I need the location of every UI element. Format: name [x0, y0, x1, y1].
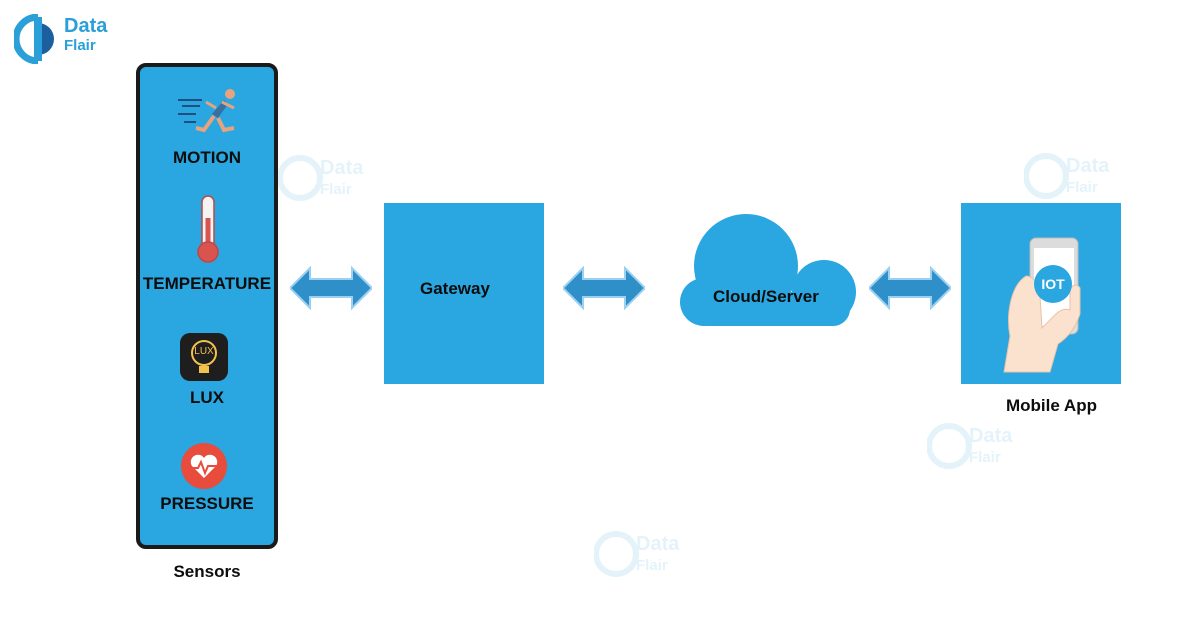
svg-text:Flair: Flair — [636, 557, 668, 574]
brand-line1: Data — [64, 15, 108, 37]
heart-pulse-icon — [181, 443, 227, 489]
gateway-box — [384, 203, 544, 384]
svg-text:Data: Data — [1066, 155, 1110, 177]
sensor-label-temperature: TEMPERATURE — [142, 274, 272, 293]
hand-phone-icon — [1003, 237, 1081, 373]
cloud-shape — [680, 214, 856, 326]
svg-text:Data: Data — [969, 425, 1013, 447]
bidirectional-arrow-icon — [869, 266, 951, 310]
brand-logo-icon — [12, 13, 54, 65]
sensor-label-pressure: PRESSURE — [160, 494, 254, 513]
svg-text:Flair: Flair — [320, 181, 352, 198]
sensor-label-motion: MOTION — [173, 148, 241, 167]
sensor-label-lux: LUX — [190, 388, 224, 407]
svg-text:Data: Data — [320, 157, 364, 179]
mobile-app-label: Mobile App — [1006, 396, 1097, 415]
bidirectional-arrow-icon — [563, 266, 645, 310]
svg-text:Flair: Flair — [969, 449, 1001, 466]
gateway-label: Gateway — [420, 279, 490, 298]
sensors-caption: Sensors — [173, 562, 241, 581]
brand-line2: Flair — [64, 37, 96, 54]
iot-badge: IOT — [1034, 265, 1072, 303]
thermometer-icon — [197, 195, 219, 263]
lux-badge: LUX — [194, 346, 214, 357]
lightbulb-icon: LUX — [180, 333, 228, 381]
runner-icon — [178, 89, 235, 133]
cloud-label: Cloud/Server — [713, 287, 819, 306]
bidirectional-arrow-icon — [290, 266, 372, 310]
svg-text:Data: Data — [636, 533, 680, 555]
brand-logo: Data Flair — [12, 13, 124, 65]
svg-text:Flair: Flair — [1066, 179, 1098, 196]
